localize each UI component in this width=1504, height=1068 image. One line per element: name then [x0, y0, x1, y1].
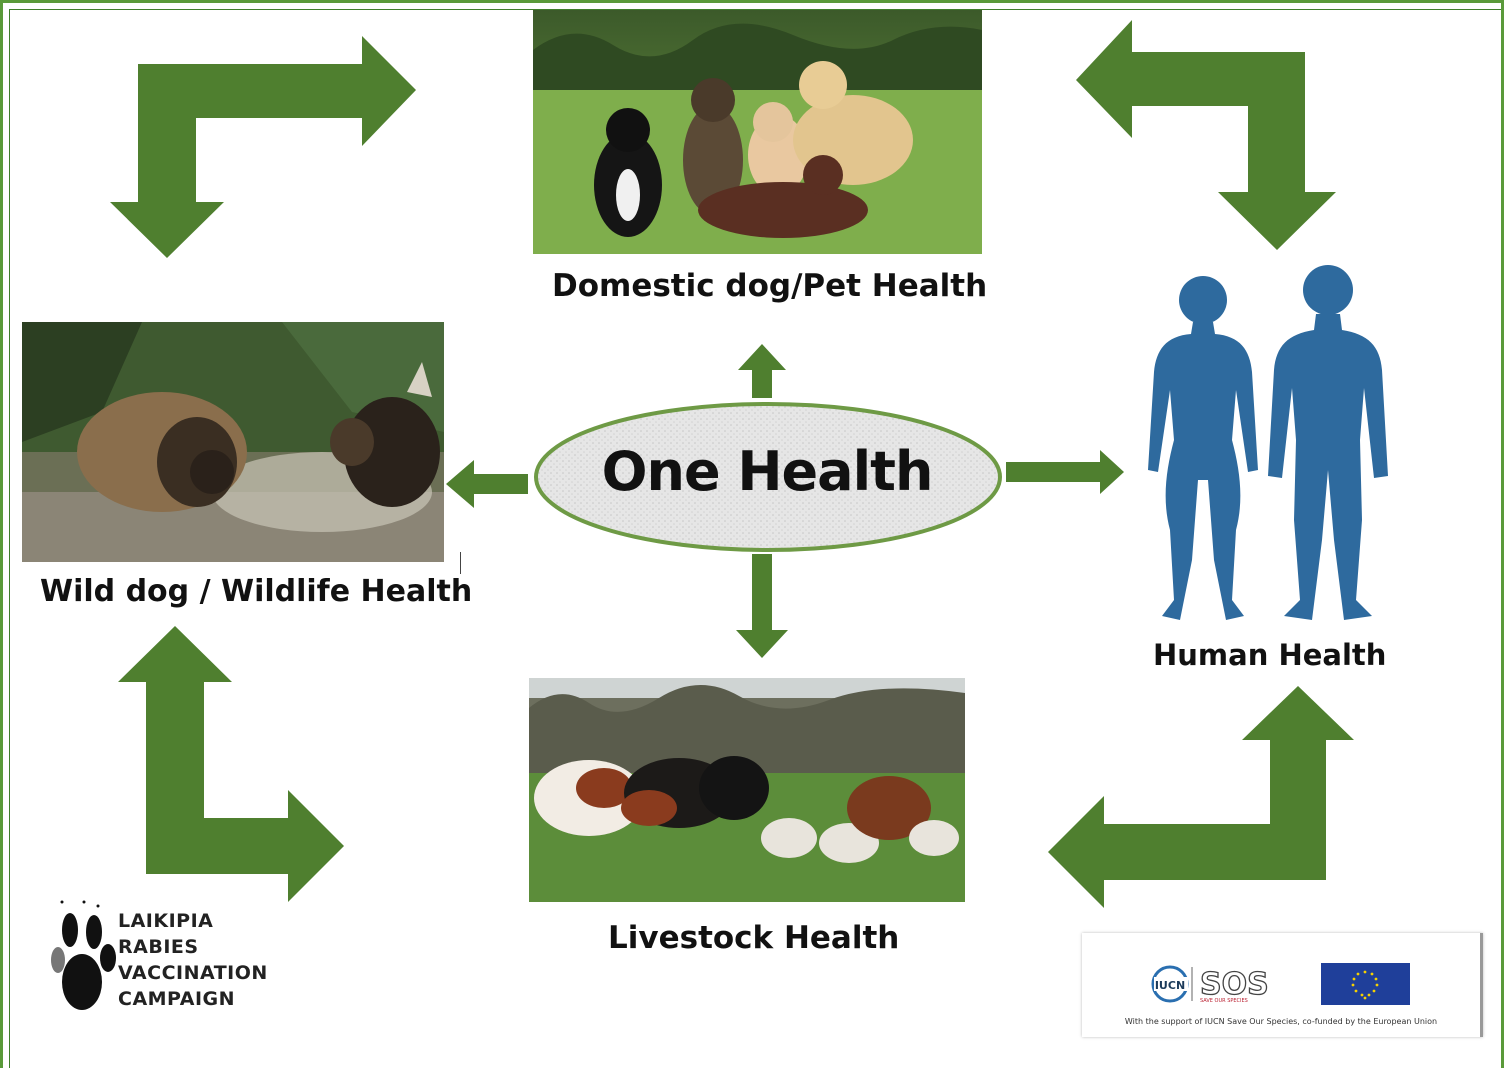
one-health-ellipse: [534, 402, 1002, 552]
sos-subtitle: SAVE OUR SPECIES: [1200, 998, 1248, 1004]
arrow-right: [1006, 450, 1124, 494]
human-caption: Human Health: [1153, 638, 1387, 672]
livestock-caption: Livestock Health: [608, 920, 900, 956]
laikipia-logo-text: LAIKIPIA RABIES VACCINATION CAMPAIGN: [118, 910, 268, 1010]
sponsor-note: With the support of IUCN Save Our Specie…: [1124, 1017, 1438, 1026]
sos-logo: SOS: [1200, 967, 1269, 1002]
wildlife-photo: [22, 322, 444, 562]
sponsor-logos: IUCN SOS SAVE OUR SPECIES: [1151, 963, 1410, 1005]
bent-arrow-top-left: [110, 36, 416, 258]
wildlife-caption: Wild dog / Wildlife Health: [40, 574, 473, 609]
text-cursor: [460, 552, 461, 574]
bent-arrow-bottom-right: [1048, 686, 1354, 908]
domestic-dogs-photo: [533, 10, 982, 254]
paw-print-logo-icon: [51, 900, 116, 1010]
sponsor-box: IUCN SOS SAVE OUR SPECIES With the suppo…: [1082, 933, 1483, 1037]
arrow-up: [738, 344, 786, 398]
center-title: One Health: [601, 440, 934, 503]
livestock-photo: [529, 678, 965, 902]
iucn-logo: IUCN: [1155, 979, 1185, 992]
arrow-down: [736, 554, 788, 658]
human-figures-icon: [1148, 265, 1388, 620]
bent-arrow-top-right: [1076, 20, 1336, 250]
domestic-caption: Domestic dog/Pet Health: [552, 268, 988, 304]
arrow-left: [446, 460, 528, 508]
bent-arrow-bottom-left: [118, 626, 344, 902]
